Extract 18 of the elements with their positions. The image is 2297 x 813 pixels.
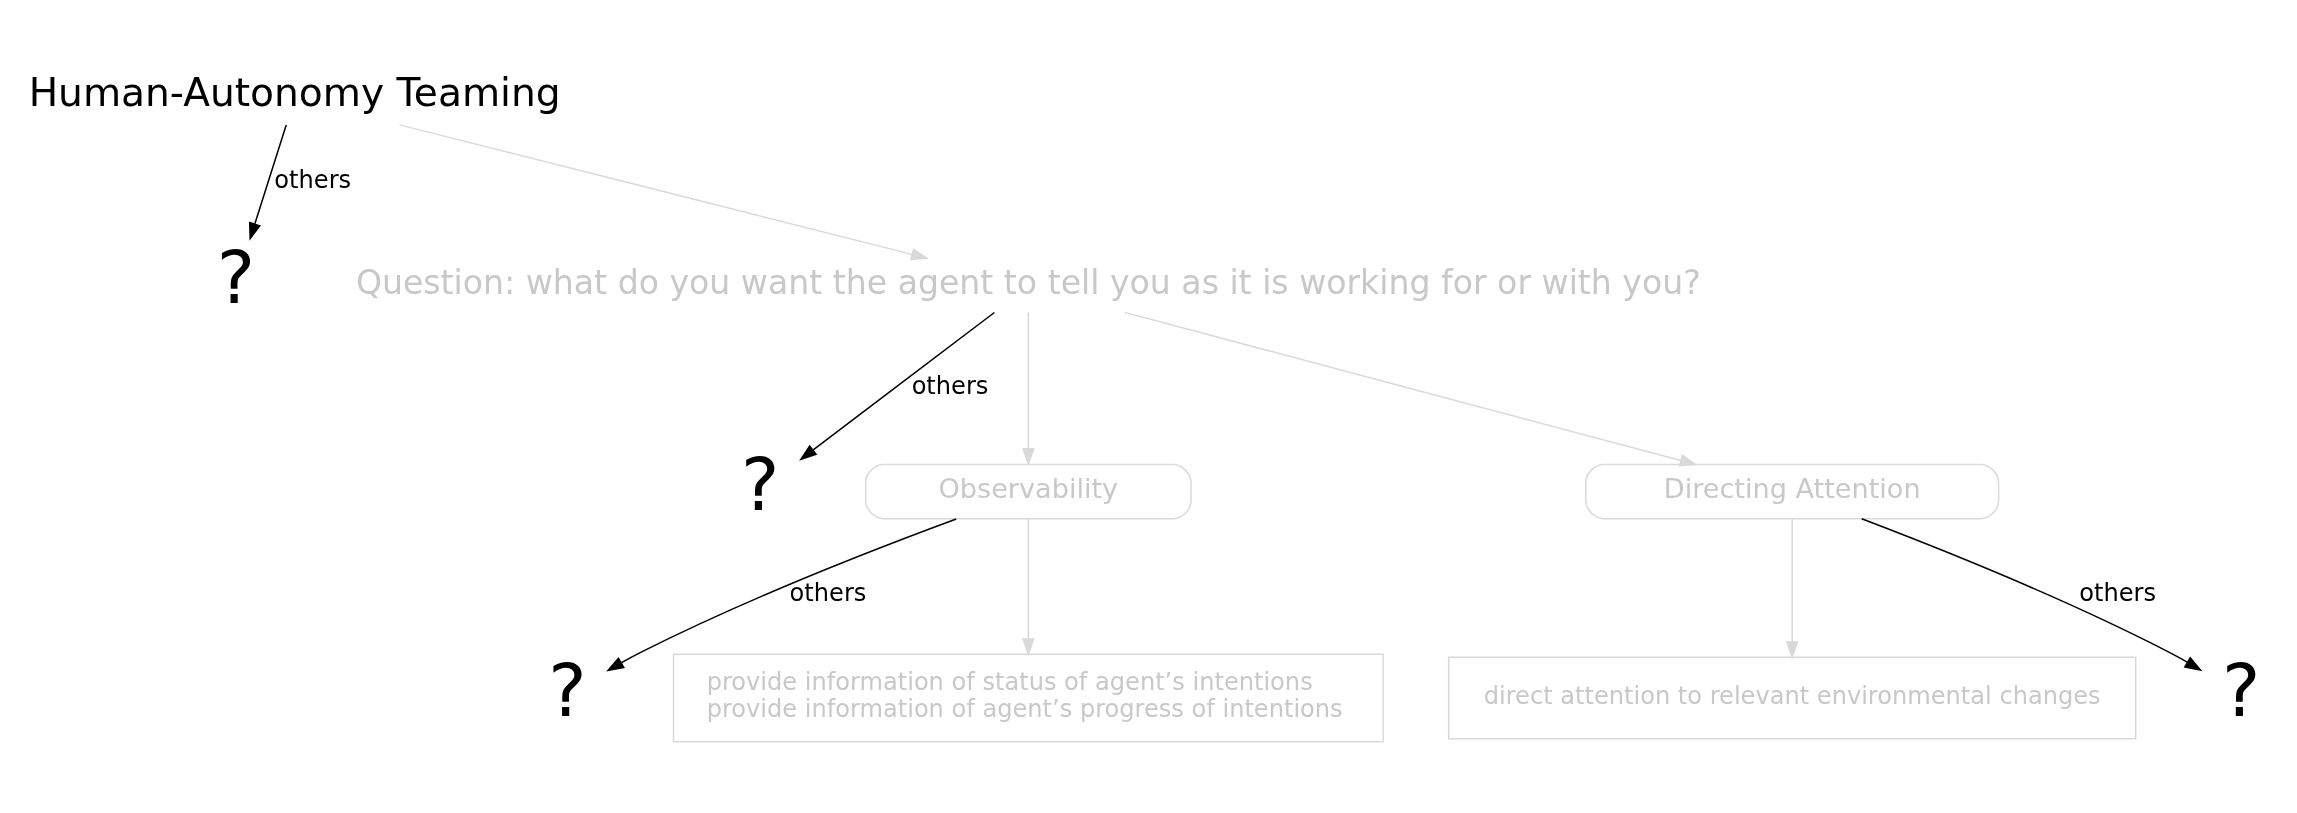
- arrow: [606, 518, 957, 672]
- arrow: [398, 124, 930, 261]
- node-text: ?: [2221, 648, 2261, 733]
- edge-label: others: [274, 165, 352, 194]
- arrow: [1022, 518, 1035, 657]
- node-text: ?: [548, 648, 587, 733]
- node-text: ?: [216, 236, 256, 321]
- edge-label: others: [911, 372, 989, 401]
- edge-label: others: [789, 578, 867, 607]
- node-text: Human-Autonomy Teaming: [28, 70, 561, 116]
- arrow: [1123, 311, 1698, 467]
- arrow: [799, 311, 996, 461]
- arrow: [1785, 518, 1799, 660]
- arrow: [1860, 518, 2203, 672]
- edge-label: others: [2079, 578, 2156, 607]
- arrow: [1022, 311, 1035, 467]
- arrow: [248, 124, 287, 241]
- node-text: ?: [740, 442, 780, 527]
